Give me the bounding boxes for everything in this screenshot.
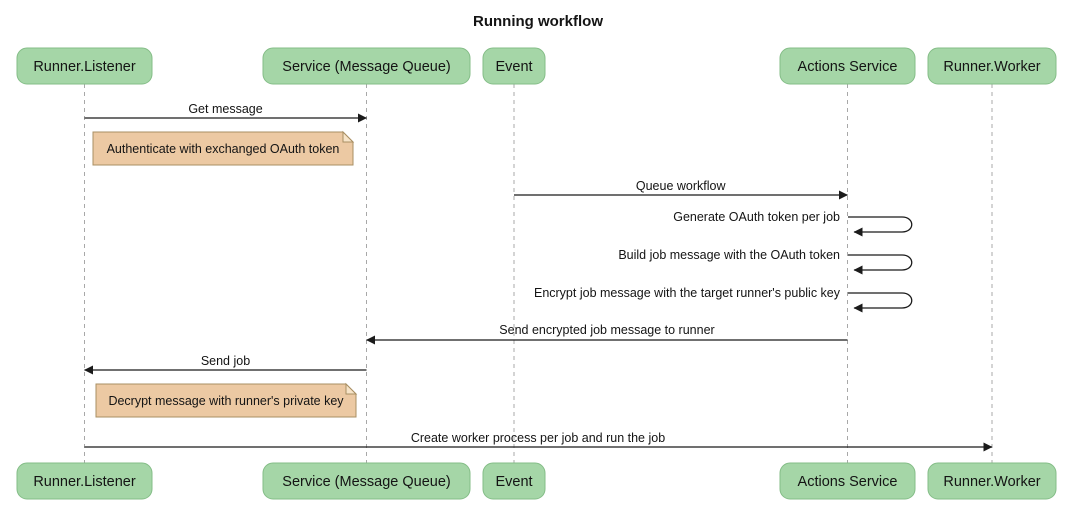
note-text: Authenticate with exchanged OAuth token (107, 142, 340, 156)
message-selfloop-encrypt-job-message (848, 292, 913, 313)
actor-box (482, 462, 546, 500)
actor-box (779, 47, 916, 85)
actor-bottom-actions-service: Actions Service (779, 462, 916, 500)
message-label-encrypt-job-message: Encrypt job message with the target runn… (534, 286, 841, 300)
actor-label: Event (495, 59, 532, 75)
actor-box (262, 47, 471, 85)
actor-label: Runner.Worker (943, 474, 1040, 490)
actor-top-runner-listener: Runner.Listener (16, 47, 153, 85)
actor-label: Actions Service (798, 59, 898, 75)
message-label-create-worker-process: Create worker process per job and run th… (411, 431, 665, 445)
note-authenticate-oauth: Authenticate with exchanged OAuth token (92, 130, 355, 166)
message-label-get-message: Get message (188, 102, 262, 116)
actor-label: Runner.Worker (943, 59, 1040, 75)
note-box (92, 131, 354, 166)
actor-box (16, 462, 153, 500)
actor-label: Event (495, 474, 532, 490)
actor-top-actions-service: Actions Service (779, 47, 916, 85)
message-label-send-job: Send job (201, 354, 250, 368)
message-selfloop-generate-oauth-token (848, 216, 913, 237)
actor-top-runner-worker: Runner.Worker (927, 47, 1057, 85)
actor-box (482, 47, 546, 85)
actor-bottom-event: Event (482, 462, 546, 500)
note-text: Decrypt message with runner's private ke… (108, 394, 344, 408)
diagram-title: Running workflow (473, 13, 603, 30)
actor-label: Actions Service (798, 474, 898, 490)
actor-box (779, 462, 916, 500)
actor-label: Runner.Listener (33, 59, 136, 75)
actor-bottom-service-message-queue: Service (Message Queue) (262, 462, 471, 500)
message-selfloop-build-job-message (848, 254, 913, 275)
actor-top-service-message-queue: Service (Message Queue) (262, 47, 471, 85)
message-label-send-encrypted-job: Send encrypted job message to runner (499, 323, 714, 337)
note-box (95, 383, 357, 418)
message-label-queue-workflow: Queue workflow (636, 179, 727, 193)
actor-bottom-runner-worker: Runner.Worker (927, 462, 1057, 500)
note-fold-icon (342, 130, 355, 143)
actor-box (262, 462, 471, 500)
actor-box (16, 47, 153, 85)
message-label-generate-oauth-token: Generate OAuth token per job (673, 210, 840, 224)
actor-top-event: Event (482, 47, 546, 85)
actor-label: Service (Message Queue) (282, 474, 450, 490)
note-decrypt-message: Decrypt message with runner's private ke… (95, 382, 358, 418)
actor-box (927, 47, 1057, 85)
actor-label: Service (Message Queue) (282, 59, 450, 75)
message-label-build-job-message: Build job message with the OAuth token (618, 248, 840, 262)
note-fold-icon (345, 382, 358, 395)
actor-label: Runner.Listener (33, 474, 136, 490)
actor-box (927, 462, 1057, 500)
actor-bottom-runner-listener: Runner.Listener (16, 462, 153, 500)
